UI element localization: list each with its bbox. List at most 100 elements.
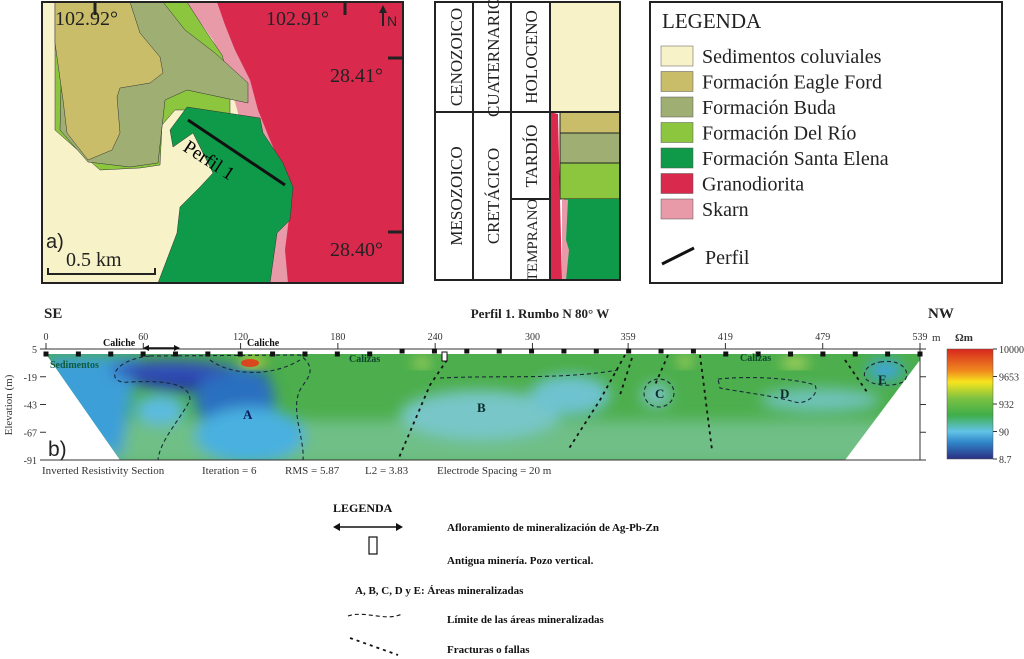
legend-item-label: Formación Santa Elena — [702, 148, 889, 170]
electrode-marker — [885, 351, 891, 357]
boundary-a-left — [114, 355, 191, 461]
legend-item-label: Formación Buda — [702, 97, 836, 119]
epoch-temprano: TEMPRANO — [525, 199, 541, 282]
electrode-marker — [496, 348, 502, 354]
legend-item-shaft: Antigua minería. Pozo vertical. — [447, 555, 594, 567]
map-panel-label: a) — [46, 231, 64, 253]
era-cenozoico: CENOZOICO — [447, 8, 466, 106]
electrode-marker — [755, 351, 761, 357]
footer-spacing: Electrode Spacing = 20 m — [437, 465, 552, 477]
electrode-marker — [626, 348, 632, 354]
x-tick-label: 180 — [330, 332, 345, 343]
resistivity-field — [46, 354, 920, 460]
y-tick-label: -67 — [24, 428, 37, 439]
fault-2 — [567, 354, 626, 451]
fault-1 — [397, 359, 448, 461]
legend-swatch — [660, 147, 694, 169]
boundary-a-right — [149, 354, 311, 461]
fault-lines — [397, 354, 868, 461]
legend-item-label: Skarn — [702, 199, 749, 221]
lat-bottom: 28.40° — [330, 239, 383, 261]
y-tick-label: 5 — [32, 345, 37, 356]
electrode-marker — [529, 348, 535, 354]
label-area-d: D — [780, 386, 789, 401]
label-sedimentos: Sedimentos — [50, 360, 99, 371]
shaft-icon — [441, 351, 448, 362]
colorbar-tick-label: 8.7 — [999, 455, 1012, 466]
period-cuaternario: CUATERNARIO — [484, 0, 503, 117]
boundary-caliche — [209, 359, 301, 373]
section-title: Perfil 1. Rumbo N 80° W — [471, 306, 610, 321]
legend-title: LEGENDA — [662, 9, 762, 33]
fault-5 — [699, 354, 713, 451]
electrode-marker — [205, 351, 211, 357]
legend-item-label: Sedimentos coluviales — [702, 46, 882, 68]
profile-line — [187, 118, 286, 187]
x-tick-label: 419 — [718, 332, 733, 343]
colorbar-tick-label: 932 — [999, 400, 1014, 411]
north-arrow-icon — [379, 5, 387, 26]
electrode-marker — [723, 351, 729, 357]
resistivity-section: SE Perfil 1. Rumbo N 80° W NW — [3, 306, 1024, 477]
legend-profile-label: Perfil — [705, 247, 750, 269]
electrode-marker — [852, 351, 858, 357]
electrode-marker — [108, 351, 114, 357]
footer-iteration: Iteration = 6 — [202, 465, 257, 477]
scale-label: 0.5 km — [66, 249, 122, 271]
scale-bar — [47, 268, 156, 275]
electrode-marker — [917, 351, 923, 357]
label-calizas-2: Calizas — [740, 353, 771, 364]
section-legend-title: LEGENDA — [333, 501, 393, 515]
lat-top: 28.41° — [330, 65, 383, 87]
mineralized-area-boundaries — [114, 354, 908, 461]
legend-swatch — [660, 122, 694, 143]
shaft-icon — [368, 536, 378, 555]
electrode-marker — [302, 351, 308, 357]
legend-item-areas: A, B, C, D y E: Áreas mineralizadas — [355, 585, 524, 597]
label-area-a: A — [243, 407, 253, 422]
fault-line-icon — [349, 637, 399, 656]
boundary-e — [863, 360, 908, 386]
label-caliche-1: Caliche — [103, 338, 136, 349]
electrode-marker — [561, 348, 567, 354]
footer-l2: L2 = 3.83 — [365, 465, 409, 477]
colorbar-tick-label: 100000 — [999, 345, 1024, 356]
footer-rms: RMS = 5.87 — [285, 465, 340, 477]
outcrop-arrow-icon — [333, 523, 403, 531]
colorbar — [946, 348, 994, 460]
electrode-marker — [43, 351, 49, 357]
x-tick-label: 479 — [815, 332, 830, 343]
x-tick-label: 539 — [913, 332, 928, 343]
electrode-marker — [140, 351, 146, 357]
outcrop-arrow-icon — [143, 345, 180, 351]
electrode-marker — [464, 348, 470, 354]
legend-item-fault: Fracturas o fallas — [447, 644, 530, 656]
x-unit: m — [932, 332, 941, 344]
stratigraphic-column: CENOZOICO MESOZOICO CUATERNARIO CRETÁCIC… — [434, 0, 621, 282]
electrode-marker — [593, 348, 599, 354]
section-legend: LEGENDA Afloramiento de mineralización d… — [333, 501, 659, 656]
electrode-marker — [658, 348, 664, 354]
colorbar-tick-label: 9653 — [999, 373, 1019, 384]
dir-se: SE — [44, 306, 62, 322]
electrode-marker — [75, 351, 81, 357]
label-area-e: E — [878, 372, 887, 387]
y-axis-label: Elevation (m) — [3, 374, 15, 435]
electrode-marker — [237, 351, 243, 357]
profile-line-icon — [661, 246, 695, 266]
geologic-map: Perfil 1 102.92° 102.91° 28.41° 28.40° N… — [41, 1, 404, 284]
legend-item-label: Granodiorita — [702, 174, 804, 196]
lon-right: 102.91° — [266, 8, 329, 30]
electrode-marker — [431, 348, 437, 354]
label-area-b: B — [477, 400, 486, 415]
boundary-d — [717, 377, 817, 404]
unit-eagle-ford — [54, 1, 164, 161]
label-calizas-1: Calizas — [349, 354, 380, 365]
legend-swatch — [660, 173, 694, 194]
electrode-marker — [690, 348, 696, 354]
lon-left: 102.92° — [55, 8, 118, 30]
unit-granodiorita — [217, 2, 403, 283]
colorbar-tick-label: 90 — [999, 428, 1009, 439]
